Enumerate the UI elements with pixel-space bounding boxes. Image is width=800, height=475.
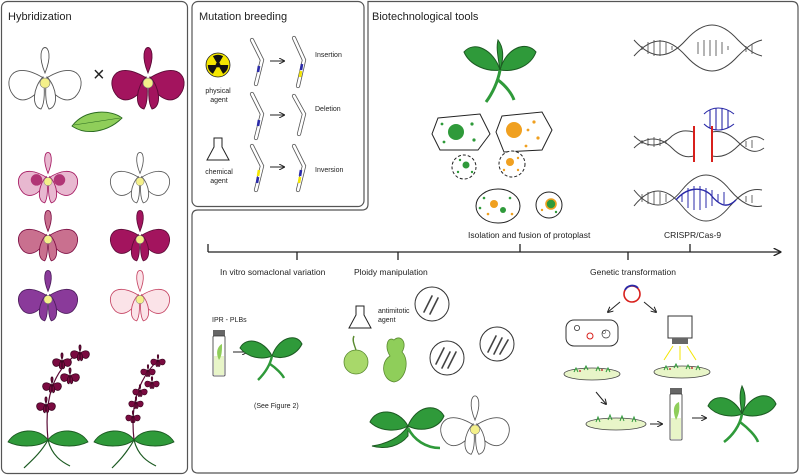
insertion-label: Insertion (315, 52, 342, 59)
chromosome-inverted (291, 143, 307, 193)
protoplast-orange (498, 150, 526, 178)
cross-symbol: × (93, 64, 105, 86)
transgenic-plant (707, 384, 777, 444)
flask-icon (206, 137, 230, 161)
gene-gun (663, 315, 697, 361)
fused-protoplast (475, 188, 521, 224)
hybridization-title: Hybridization (8, 11, 72, 23)
selection-dish (585, 413, 647, 431)
dna-helix-cut (633, 126, 765, 162)
chromosome-original-3 (249, 143, 265, 193)
seed-pod-leaf (71, 111, 123, 133)
chromosome-cell-2 (479, 326, 515, 362)
orchid-plant-right (93, 354, 175, 469)
plant-cell-orange (495, 111, 553, 153)
inversion-label: Inversion (315, 167, 344, 174)
progeny-flower-5 (17, 270, 79, 322)
agrobacterium-culture (565, 319, 619, 347)
chromosome-deleted (291, 93, 307, 137)
plant-cell-green (431, 113, 491, 151)
plb-sprouting (383, 337, 407, 383)
mutation-title: Mutation breeding (199, 11, 287, 23)
plasmid-icon (623, 284, 641, 303)
parent-flower-magenta (111, 47, 185, 110)
crispr-label: CRISPR/Cas-9 (664, 230, 721, 240)
mutation-panel (191, 0, 365, 208)
ipr-plbs-label: IPR - PLBs (212, 317, 247, 324)
progeny-flower-6 (109, 270, 171, 322)
explant-dish-2 (653, 362, 711, 379)
plantlet-somaclonal (239, 337, 303, 381)
plb-sphere (343, 335, 369, 375)
orchid-plant-left (7, 344, 90, 469)
antimitotic-label: antimitotic agent (378, 308, 411, 324)
chromosome-cell-3 (429, 340, 465, 376)
dna-helix-edited (633, 174, 763, 222)
progeny-flower-4 (109, 210, 171, 262)
biotech-title: Biotechnological tools (372, 11, 479, 23)
parent-flower-white (8, 47, 82, 110)
ploidy-label: Ploidy manipulation (354, 267, 428, 277)
protoplast-source-plant (463, 38, 537, 103)
deletion-label: Deletion (315, 106, 341, 113)
culture-tube-somaclonal (212, 330, 226, 377)
progeny-flower-3 (17, 210, 79, 262)
progeny-flower-2 (109, 152, 171, 204)
dna-helix-intact (633, 24, 763, 72)
donor-dna (703, 107, 735, 131)
chromosome-cell-1 (414, 286, 450, 322)
hybridization-panel (0, 0, 189, 475)
physical-agent-label: physical agent (205, 88, 232, 104)
chromosome-original-1 (249, 37, 265, 87)
explant-dish-1 (563, 364, 621, 381)
chromosome-original-2 (249, 91, 265, 141)
hybrid-cell (535, 191, 563, 219)
polyploid-plant (369, 407, 445, 450)
transformation-label: Genetic transformation (590, 267, 676, 277)
arrow-to-agrobacterium (608, 301, 621, 312)
biotech-panel (191, 0, 799, 474)
protoplast-label: Isolation and fusion of protoplast (468, 230, 591, 240)
radiation-icon (205, 52, 231, 78)
progeny-flower-1 (17, 152, 79, 204)
polyploid-flower (440, 395, 510, 455)
see-figure-label: (See Figure 2) (254, 403, 299, 410)
somaclonal-label: In vitro somaclonal variation (220, 267, 326, 277)
protoplast-green (451, 154, 477, 180)
antimitotic-flask (348, 305, 372, 329)
chromosome-inserted (291, 35, 307, 89)
arrow-to-selection (595, 391, 606, 404)
culture-tube-transgenic (669, 388, 683, 441)
arrow-to-gene-gun (643, 301, 656, 312)
